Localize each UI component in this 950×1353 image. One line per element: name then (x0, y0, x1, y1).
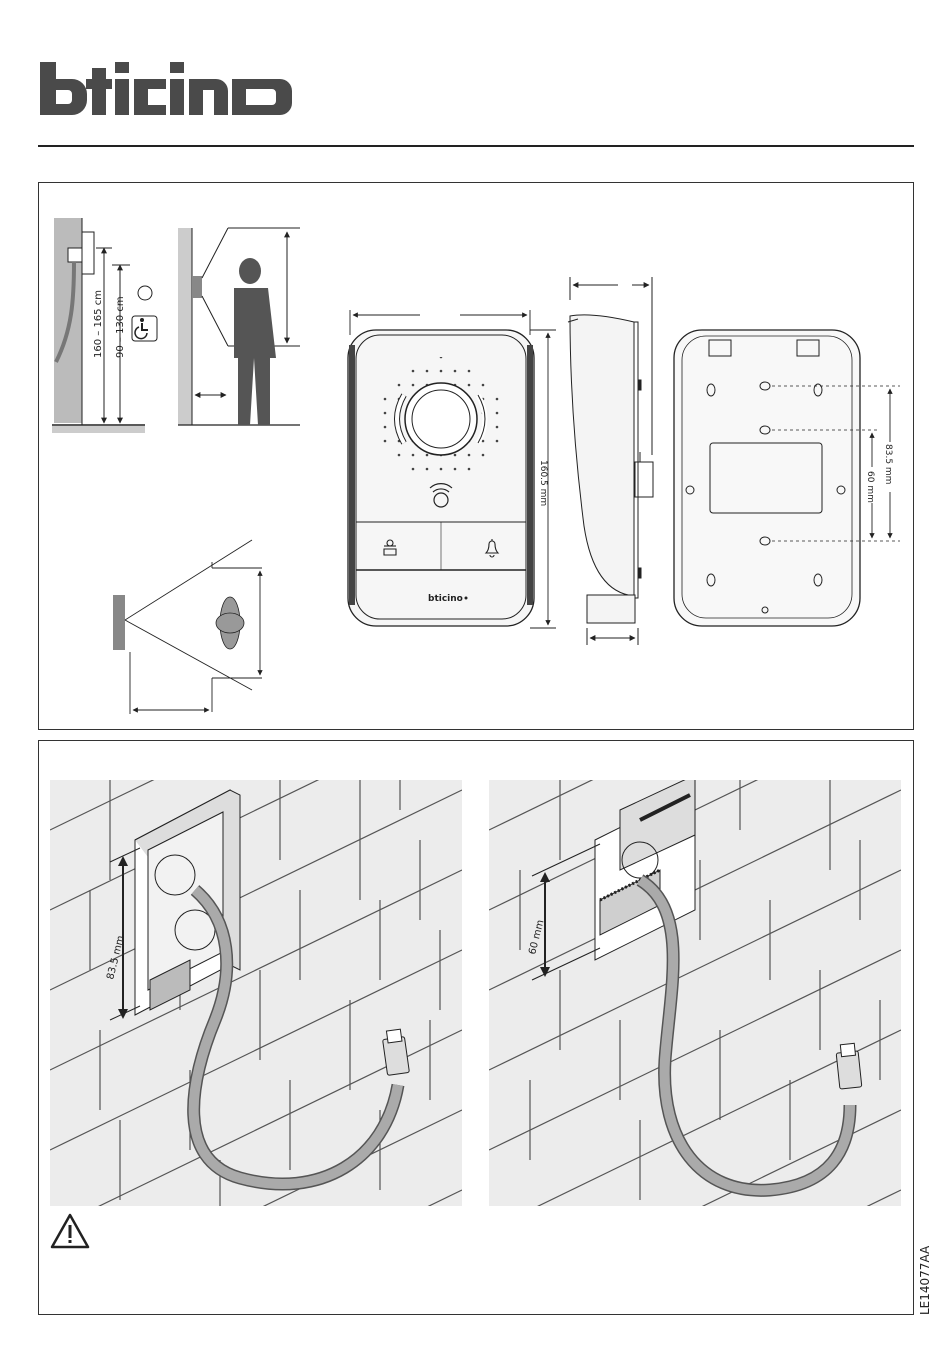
warning-icon (52, 1215, 88, 1247)
installation-drawing: 83.5 mm (0, 740, 950, 1315)
inner-spacing-label: 60 mm (865, 471, 875, 503)
outer-spacing-label: 83.5 mm (883, 444, 893, 484)
back-view-device (674, 330, 860, 626)
wheelchair-icon (135, 318, 148, 339)
device-brand-label: bticino (428, 594, 463, 604)
dimensions-drawing: 160 – 165 cm 90 – 130 cm (0, 0, 950, 740)
document-code: LE14077AA (918, 1246, 932, 1315)
accessible-height-label: 90 – 130 cm (115, 296, 126, 358)
front-height-label: 160.5 mm (538, 460, 548, 506)
side-view-device (568, 277, 653, 645)
head-top-view (216, 597, 244, 649)
mounting-height-label: 160 – 165 cm (93, 290, 104, 358)
person-silhouette (234, 258, 276, 425)
brick-wall-left (50, 740, 462, 1315)
